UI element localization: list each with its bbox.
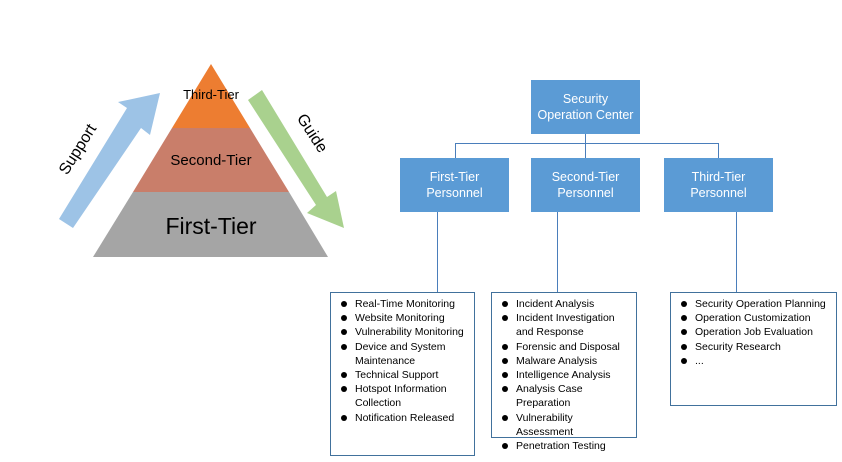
pyramid-middle-label: Second-Tier: [170, 152, 251, 169]
first-tier-duties-list: Real-Time Monitoring Website Monitoring …: [330, 292, 475, 456]
support-arrow: [59, 93, 160, 228]
list-item: Penetration Testing: [500, 439, 632, 453]
pyramid-bottom-tier: [93, 192, 328, 257]
list-item: Security Operation Planning: [679, 297, 832, 311]
list-item: Notification Released: [339, 411, 470, 425]
pyramid-top-label: Third-Tier: [183, 87, 240, 102]
connector-tier1-up: [455, 143, 456, 158]
second-tier-duties-list: Incident Analysis Incident Investigation…: [491, 292, 637, 452]
list-item: Malware Analysis: [500, 354, 632, 368]
list-item: Hotspot Information Collection: [339, 382, 470, 410]
connector-tier3-down: [736, 212, 737, 292]
connector-root-down: [585, 134, 586, 143]
third-tier-personnel-box: Third-Tier Personnel: [664, 158, 773, 212]
list-item: Intelligence Analysis: [500, 368, 632, 382]
list-item: Incident Analysis: [500, 297, 632, 311]
list-item: Vulnerability Assessment: [500, 411, 632, 439]
list-item: Website Monitoring: [339, 311, 470, 325]
connector-tier2-up: [585, 143, 586, 158]
connector-tier2-down: [557, 212, 558, 292]
pyramid-top-tier: [172, 64, 250, 128]
list-item: Operation Job Evaluation: [679, 325, 832, 339]
third-tier-duties-list: Security Operation Planning Operation Cu…: [670, 292, 837, 406]
list-item: Real-Time Monitoring: [339, 297, 470, 311]
connector-tier1-down: [437, 212, 438, 292]
second-tier-personnel-box: Second-Tier Personnel: [531, 158, 640, 212]
connector-horizontal: [455, 143, 719, 144]
list-item: Device and System Maintenance: [339, 340, 470, 368]
tier-pyramid: Third-Tier Second-Tier First-Tier Suppor…: [56, 64, 344, 257]
list-item: Forensic and Disposal: [500, 340, 632, 354]
list-item: Security Research: [679, 340, 832, 354]
connector-tier3-up: [718, 143, 719, 158]
list-item: Analysis Case Preparation: [500, 382, 632, 410]
first-tier-personnel-box: First-Tier Personnel: [400, 158, 509, 212]
guide-label: Guide: [293, 111, 331, 156]
list-item: Vulnerability Monitoring: [339, 325, 470, 339]
guide-arrow: [248, 90, 344, 228]
list-item: ...: [679, 354, 832, 368]
list-item: Technical Support: [339, 368, 470, 382]
list-item: Incident Investigation and Response: [500, 311, 632, 339]
list-item: Operation Customization: [679, 311, 832, 325]
soc-root-box: Security Operation Center: [531, 80, 640, 134]
pyramid-bottom-label: First-Tier: [165, 213, 256, 239]
pyramid-middle-tier: [133, 128, 289, 192]
